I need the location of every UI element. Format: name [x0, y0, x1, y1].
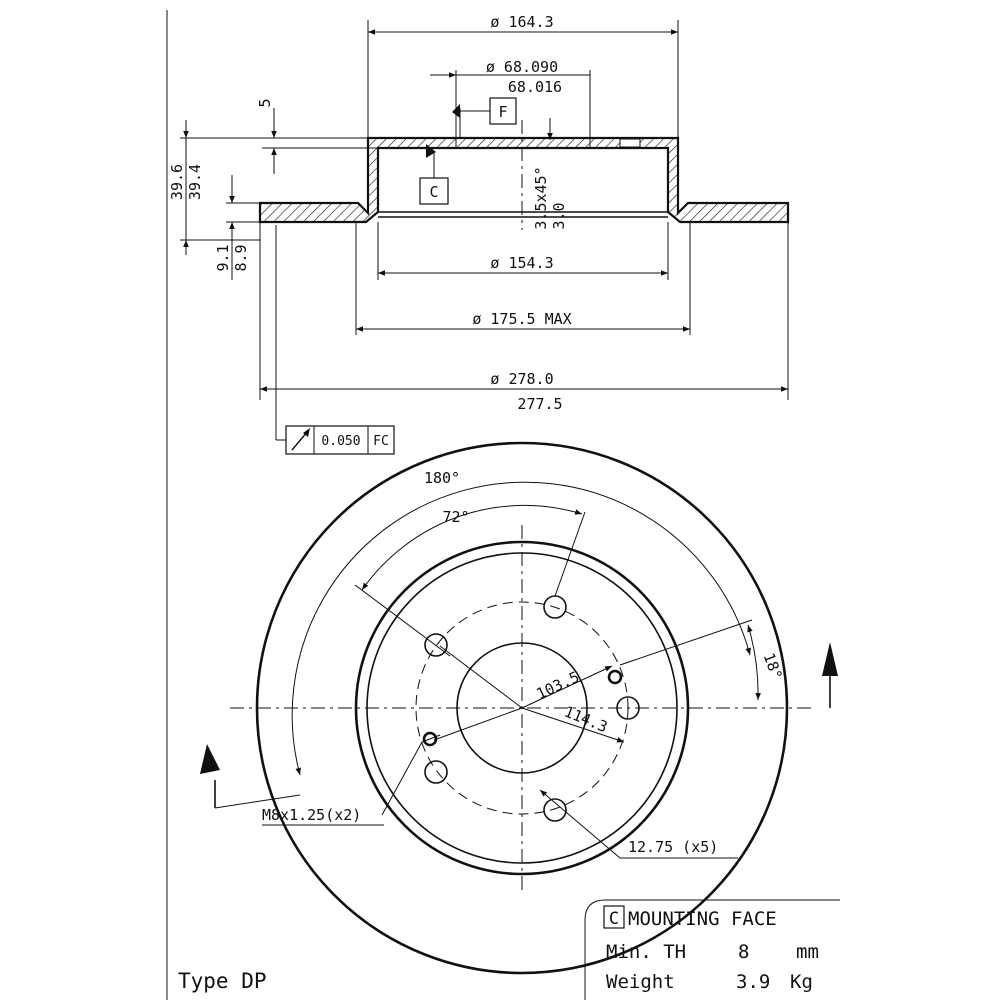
section-arrow-left-icon	[200, 744, 301, 809]
angle-ext-72a	[354, 584, 451, 657]
bolt-callout-leader	[539, 789, 621, 859]
angle-arc-72	[361, 504, 583, 591]
angle-ext-18	[619, 619, 753, 666]
thread-callout-leader-2	[421, 734, 441, 743]
dim-hat-max-diameter: ø 175.5 MAX	[472, 310, 571, 328]
angle-half: 180°	[424, 469, 460, 487]
dim-rotor-thickness-min: 8.9	[232, 244, 250, 271]
min-th-value: 8	[738, 941, 749, 963]
min-th-unit: mm	[796, 941, 819, 963]
dim-outer-diameter-min: 277.5	[517, 395, 562, 413]
dim-rotor-thickness-max: 9.1	[214, 244, 232, 271]
angle-bolt: 72°	[442, 508, 469, 526]
bolt-hole-section	[619, 138, 641, 148]
thread-holes-callout: M8x1.25(x2)	[262, 806, 361, 824]
datum-c-triangle	[426, 144, 436, 158]
weight-label: Weight	[606, 971, 675, 993]
angle-arc-18	[747, 624, 761, 701]
datum-f-label: F	[498, 103, 507, 121]
datum-c-box	[419, 177, 449, 205]
datum-f-box	[489, 97, 517, 125]
mounting-face-label: MOUNTING FACE	[628, 908, 777, 930]
bolt-holes-callout: 12.75 (x5)	[628, 838, 718, 856]
datum-f-triangle	[452, 104, 460, 118]
runout-arrow-icon	[291, 428, 310, 451]
section-arrow-right-icon	[822, 642, 838, 708]
dim-outer-diameter-max: ø 278.0	[490, 370, 553, 388]
dim-line-103b	[439, 645, 523, 709]
dim-line-103	[521, 665, 613, 709]
thread-callout-leader	[381, 741, 423, 816]
datum-c-label: C	[429, 183, 438, 201]
section-view: ø 164.3 ø 68.090 68.016 F C 5 39.6 39.4	[168, 13, 790, 455]
info-datum-letter: C	[609, 909, 619, 929]
thread-hole	[607, 669, 623, 685]
dim-chamfer: 3.5x45°	[532, 166, 550, 229]
dim-hat-thickness: 5	[256, 98, 274, 107]
disc-cross-section	[258, 136, 790, 224]
dim-centering-max: ø 68.090	[486, 58, 558, 76]
type-label: Type DP	[178, 969, 267, 993]
dim-line-114	[521, 707, 625, 743]
dim-total-height-min: 39.4	[186, 164, 204, 200]
dim-chamfer-depth: 3.0	[550, 202, 568, 229]
bolt-hole	[543, 798, 567, 822]
bolt-circle-dim: 103.5	[534, 668, 583, 703]
runout-tolerance-frame: 0.050 FC	[285, 425, 395, 455]
dim-line-114b	[433, 707, 523, 741]
angle-ext-72b	[554, 511, 586, 597]
dim-total-height-max: 39.6	[168, 164, 186, 200]
angle-arc-180	[291, 481, 751, 776]
runout-tolerance-value: 0.050	[321, 434, 360, 449]
info-datum-box	[603, 905, 625, 929]
plan-view: 180° 72° 18° 103.5 114.3 M8x1.25(x2) 12.…	[200, 441, 838, 975]
weight-value: 3.9	[736, 971, 770, 993]
dim-inner-diameter: ø 154.3	[490, 254, 553, 272]
weight-unit: Kg	[790, 971, 813, 993]
runout-datums: FC	[373, 434, 389, 449]
info-box: C MOUNTING FACE Min. TH 8 mm Weight 3.9 …	[584, 899, 840, 1000]
min-th-label: Min. TH	[606, 941, 686, 963]
dim-centering-min: 68.016	[508, 78, 562, 96]
dim-outer-diameter-top: ø 164.3	[490, 13, 553, 31]
info-box-border	[584, 899, 840, 1000]
bolt-hole	[424, 760, 448, 784]
